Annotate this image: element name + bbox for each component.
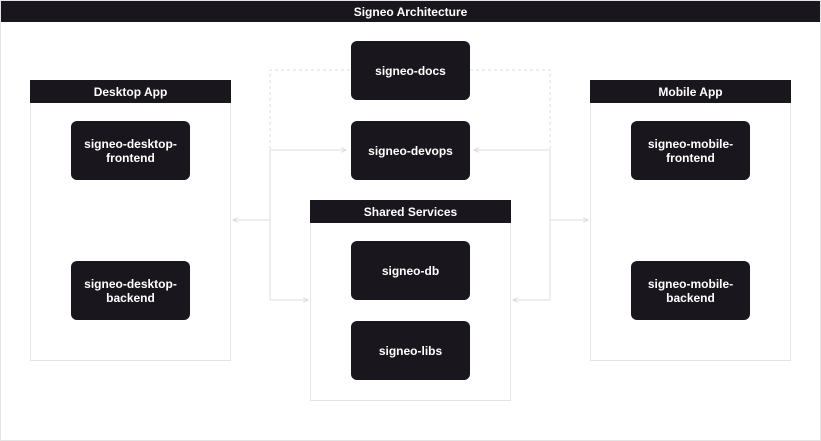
node-signeo-desktop-backend[interactable]: signeo-desktop- backend xyxy=(71,261,190,320)
group-desktop-app-header: Desktop App xyxy=(30,80,231,103)
node-signeo-mobile-backend[interactable]: signeo-mobile- backend xyxy=(631,261,750,320)
node-signeo-desktop-frontend[interactable]: signeo-desktop- frontend xyxy=(71,121,190,180)
node-signeo-libs[interactable]: signeo-libs xyxy=(351,321,470,380)
node-signeo-db[interactable]: signeo-db xyxy=(351,241,470,300)
group-mobile-app-header: Mobile App xyxy=(590,80,791,103)
node-signeo-docs[interactable]: signeo-docs xyxy=(351,41,470,100)
node-signeo-devops[interactable]: signeo-devops xyxy=(351,121,470,180)
diagram-title: Signeo Architecture xyxy=(1,1,820,22)
docs-connector xyxy=(269,69,551,150)
node-signeo-mobile-frontend[interactable]: signeo-mobile- frontend xyxy=(631,121,750,180)
group-shared-services-header: Shared Services xyxy=(310,200,511,223)
